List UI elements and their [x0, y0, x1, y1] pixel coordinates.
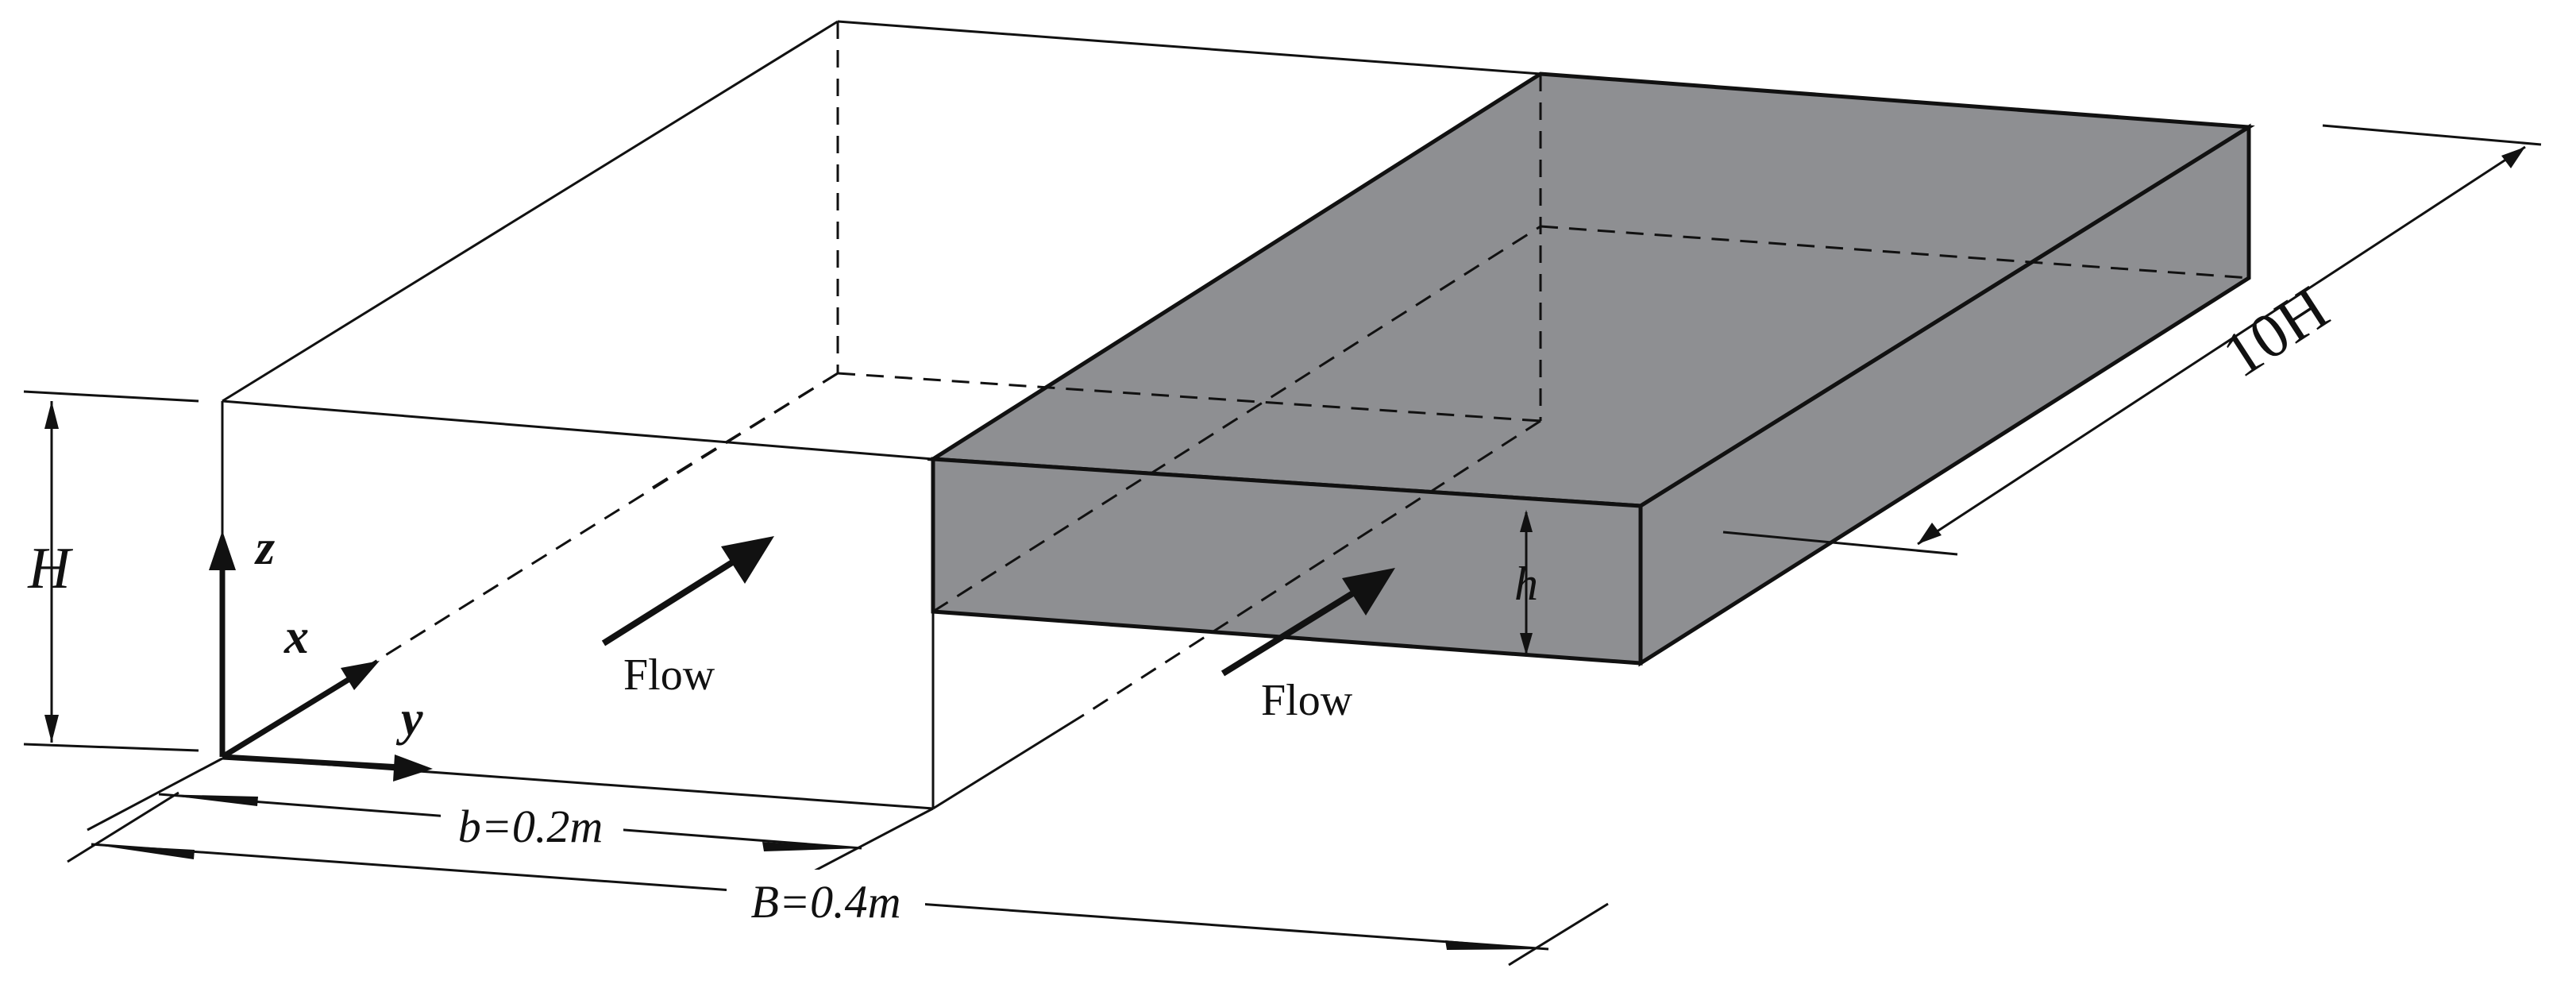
hidden-edges: [222, 21, 2250, 758]
flow-arrow-right: [1221, 568, 1395, 677]
outer-width-label: B=0.4m: [751, 876, 901, 928]
inner-width-label-gap: [441, 794, 623, 850]
y-axis-label: y: [395, 692, 423, 746]
z-axis-label: z: [254, 521, 275, 575]
flow-label-left: Flow: [623, 650, 715, 700]
inner-width-dimension: [87, 757, 934, 883]
plate-side-face: [1638, 123, 2251, 667]
flow-label-right: Flow: [1261, 676, 1353, 725]
x-axis-arrowhead: [341, 661, 380, 690]
y-axis-arrowhead: [393, 755, 433, 782]
thickness-dimension: [1520, 510, 1533, 655]
inner-width-label: b=0.2m: [458, 801, 604, 852]
coordinate-axes: [209, 531, 433, 782]
plate: [927, 71, 2255, 667]
thickness-label: h: [1514, 558, 1538, 610]
z-axis-arrowhead: [209, 531, 236, 570]
height-dimension: [23, 390, 199, 752]
outer-width-label-gap: [727, 870, 925, 929]
length-dimension: [1722, 124, 2542, 556]
x-axis: [221, 677, 351, 759]
y-axis: [222, 754, 402, 770]
height-label: H: [27, 536, 73, 601]
x-axis-label: x: [283, 610, 309, 664]
flow-arrow-left: [601, 536, 774, 646]
